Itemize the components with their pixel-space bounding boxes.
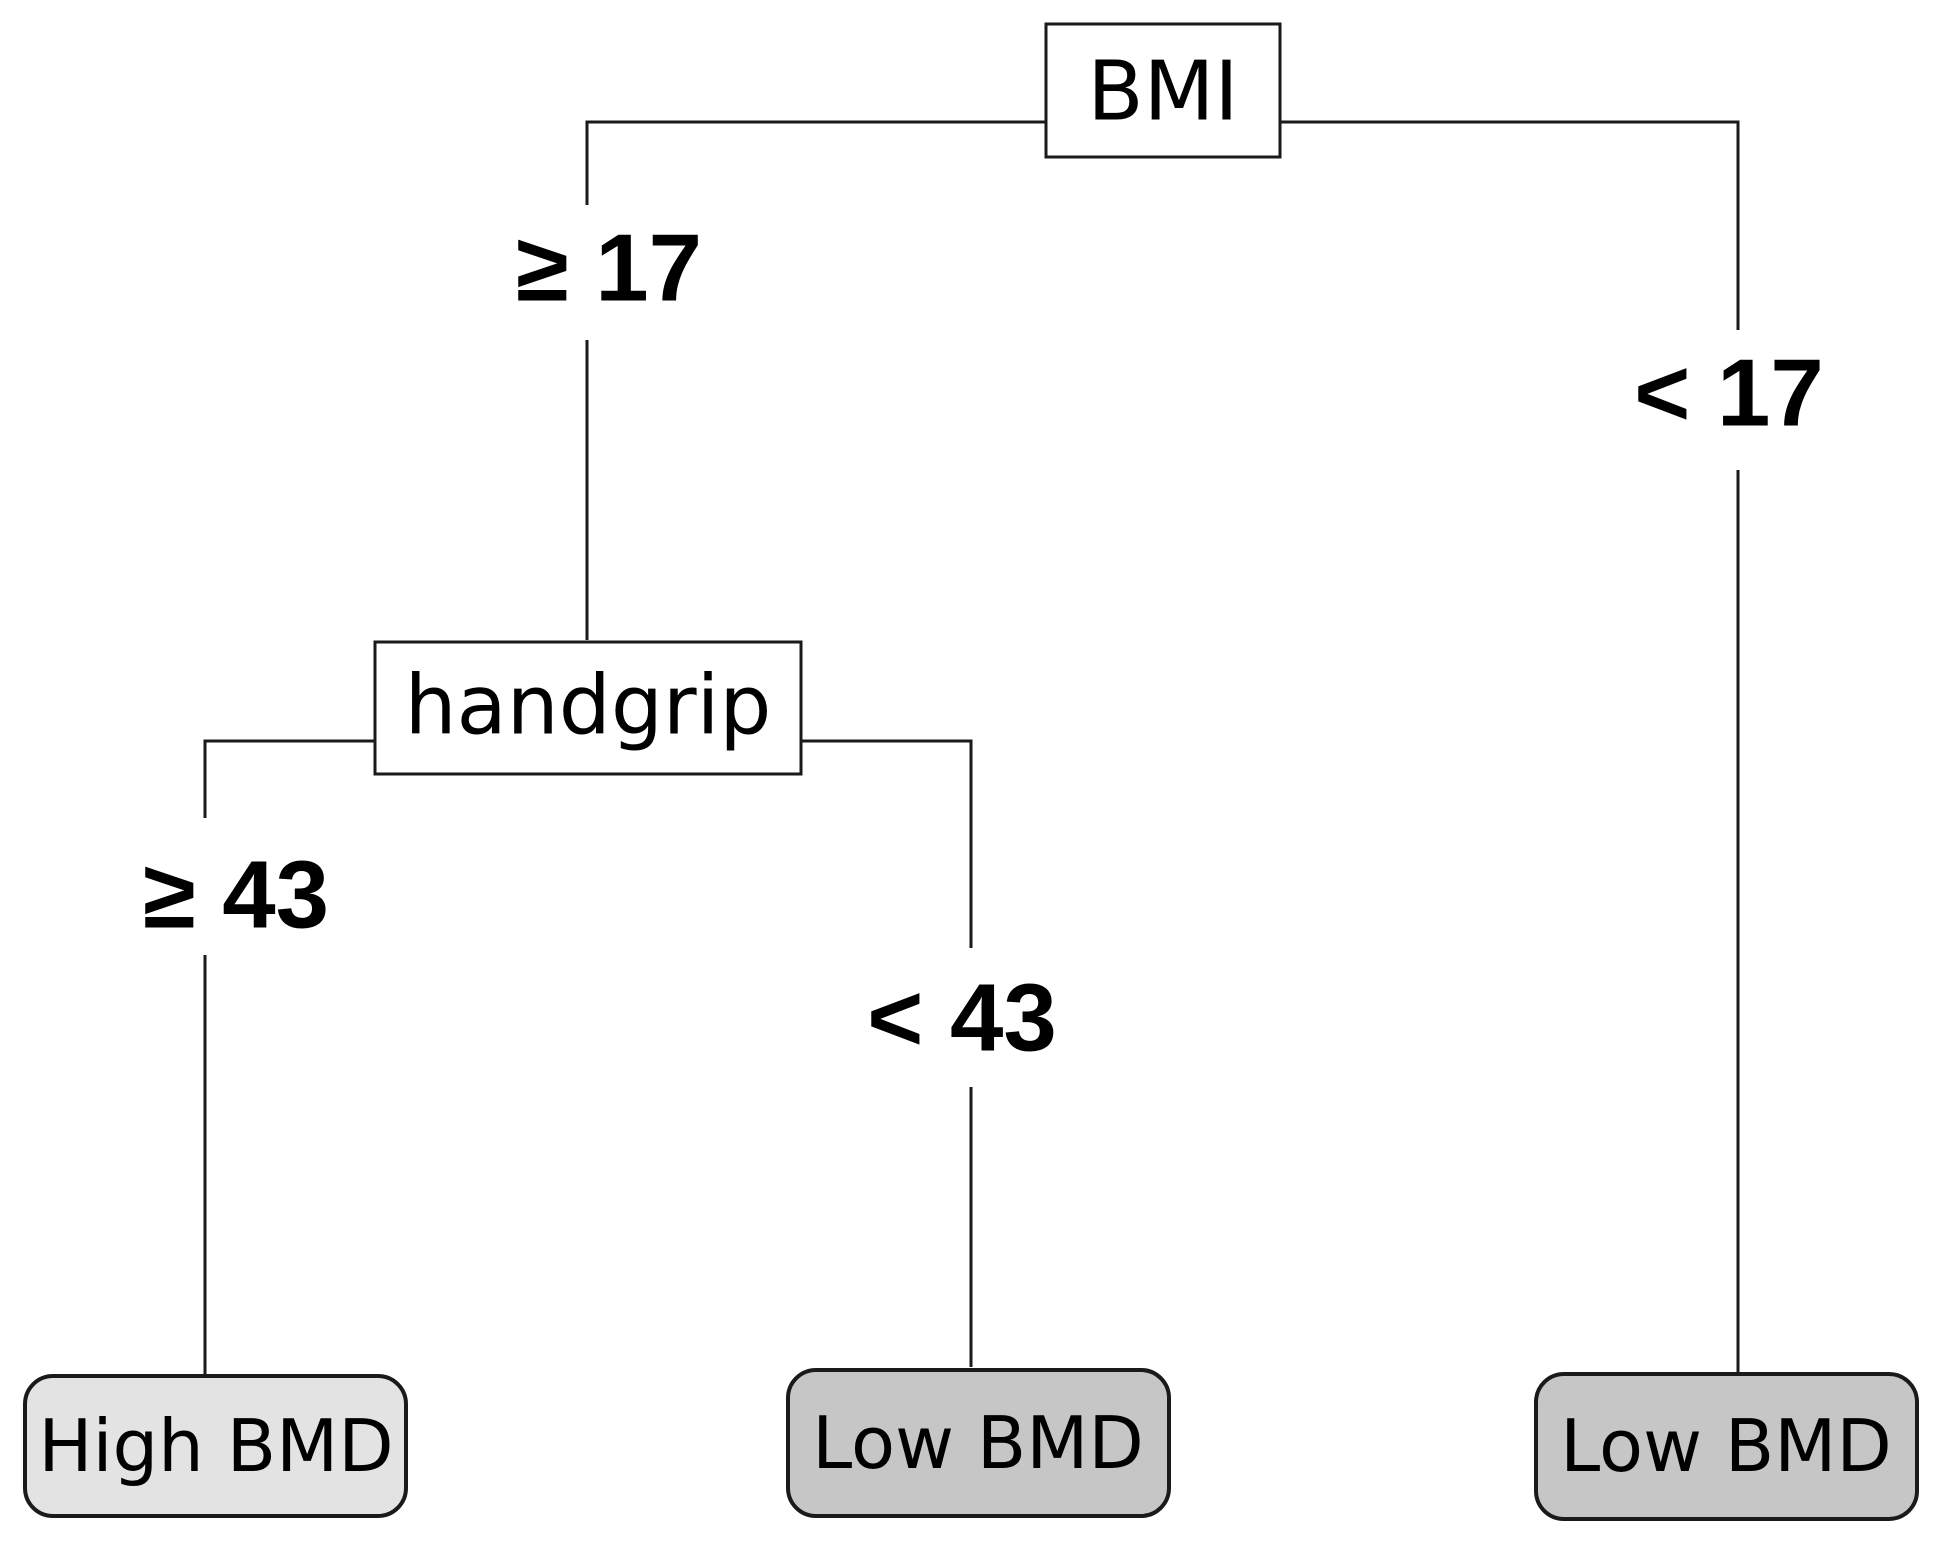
leaf-node-high-bmd-label: High BMD	[38, 1404, 393, 1488]
leaf-node-low-bmd-handgrip: Low BMD	[786, 1368, 1171, 1518]
edge-root-left	[585, 120, 1046, 205]
split-node-handgrip: handgrip	[373, 640, 803, 776]
branch-label-bmi-lt-17: < 17	[1634, 340, 1824, 447]
edge-handgrip-left	[203, 739, 375, 818]
leaf-node-low-bmd-handgrip-box	[786, 1368, 1171, 1518]
leaf-node-low-bmd-bmi-label: Low BMD	[1560, 1404, 1892, 1488]
branch-label-bmi-ge-17: ≥ 17	[516, 215, 702, 322]
split-node-handgrip-box	[373, 640, 803, 776]
leaf-node-high-bmd-box	[23, 1374, 408, 1518]
edge-root-right	[1280, 120, 1740, 330]
split-node-handgrip-label: handgrip	[405, 659, 772, 754]
leaf-node-low-bmd-bmi-box	[1534, 1372, 1919, 1521]
split-node-bmi-label: BMI	[1087, 45, 1238, 140]
leaf-node-low-bmd-bmi: Low BMD	[1534, 1372, 1919, 1521]
split-node-bmi: BMI	[1044, 22, 1282, 159]
split-node-bmi-box	[1044, 22, 1282, 159]
leaf-node-high-bmd: High BMD	[23, 1374, 408, 1518]
branch-label-handgrip-lt-43: < 43	[867, 965, 1057, 1072]
branch-label-handgrip-ge-43: ≥ 43	[143, 842, 329, 949]
leaf-node-low-bmd-handgrip-label: Low BMD	[812, 1401, 1144, 1485]
edge-handgrip-right	[801, 739, 973, 948]
